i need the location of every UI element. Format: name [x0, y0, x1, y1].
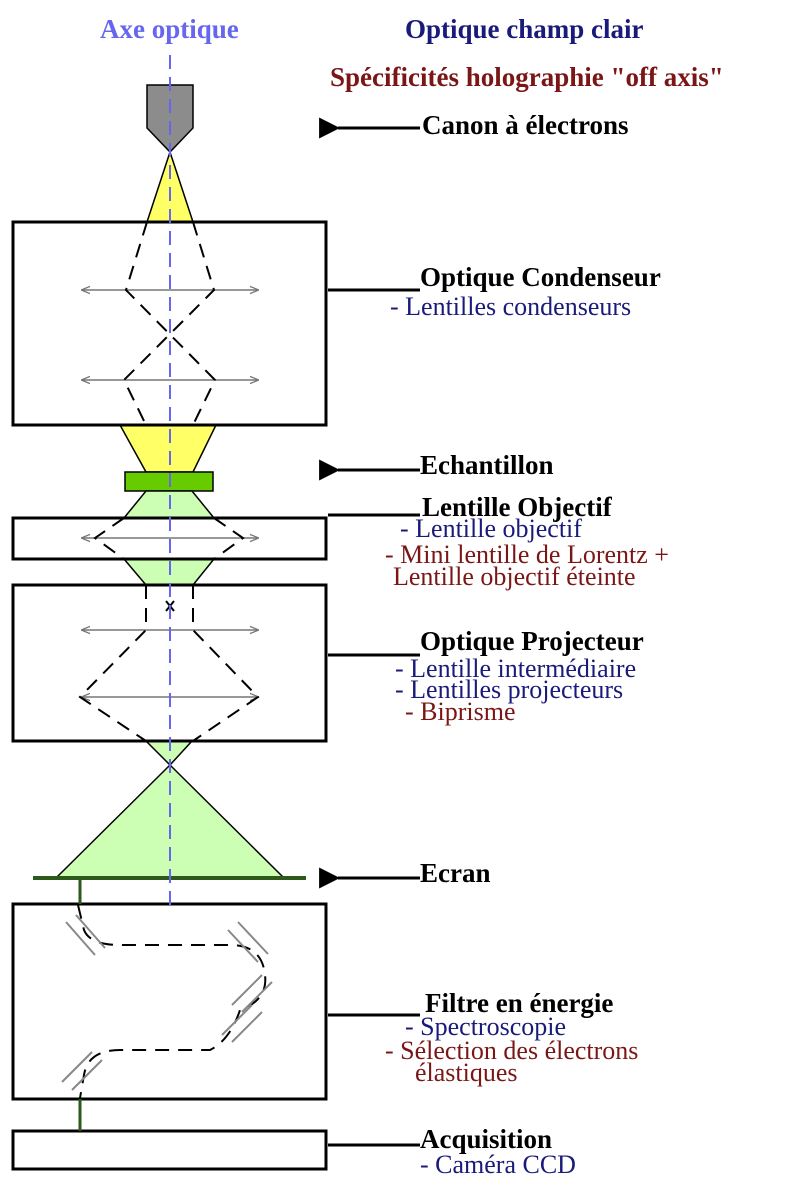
projector-ray-left: [78, 585, 147, 742]
acquisition-box: [11, 1129, 328, 1171]
projector-title: Optique Projecteur: [420, 626, 644, 656]
objective-ray-right: [213, 517, 245, 560]
objective-ray-left: [93, 517, 125, 560]
electron-gun-icon: [146, 84, 194, 154]
axis-label: Axe optique: [100, 14, 239, 44]
filter-title: Filtre en énergie: [425, 988, 614, 1018]
projector-offaxis-item: - Biprisme: [405, 697, 516, 726]
acquisition-title: Acquisition: [420, 1124, 553, 1154]
gun-title: Canon à électrons: [422, 110, 629, 140]
brightfield-title: Optique champ clair: [405, 14, 644, 44]
filter-offaxis-item-1: - Sélection des électrons: [385, 1036, 639, 1065]
offaxis-title: Spécificités holographie "off axis": [330, 62, 724, 92]
objective-offaxis-item-1: - Mini lentille de Lorentz +: [385, 540, 669, 569]
sample-title: Echantillon: [420, 450, 554, 480]
objective-title: Lentille Objectif: [422, 492, 612, 522]
condenser-output-beam: [118, 424, 218, 473]
filter-electron-path: [77, 904, 267, 1099]
projector-item-2: - Lentilles projecteurs: [395, 675, 624, 704]
acquisition-item: - Caméra CCD: [420, 1150, 576, 1179]
filter-item: - Spectroscopie: [405, 1012, 567, 1041]
screen-title: Ecran: [420, 858, 491, 888]
condenser-ray-left: [124, 221, 217, 426]
projector-item-1: - Lentille intermédiaire: [395, 654, 637, 683]
condenser-title: Optique Condenseur: [420, 262, 661, 292]
condenser-ray-right: [122, 221, 216, 426]
objective-offaxis-item-2: Lentille objectif éteinte: [393, 562, 636, 591]
condenser-item: - Lentilles condenseurs: [390, 292, 632, 321]
filter-offaxis-item-2: élastiques: [415, 1058, 518, 1087]
projector-ray-right: [192, 585, 260, 742]
objective-item: - Lentille objectif: [400, 514, 582, 543]
filter-box: [11, 902, 328, 1101]
